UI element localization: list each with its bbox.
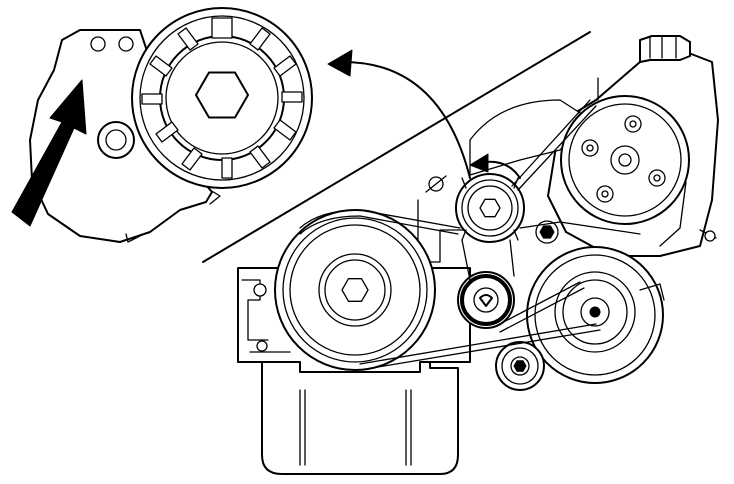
crankshaft-pulley [274, 209, 436, 371]
rotation-arrow-icon [469, 153, 521, 179]
curved-arrow-icon [327, 49, 471, 179]
tensioner-bolt [535, 220, 559, 244]
reservoir-cap [639, 35, 691, 63]
pointer-arrow-icon [11, 79, 87, 227]
section-cut-lines [202, 31, 591, 263]
engine-assembly [237, 35, 719, 475]
mounting-holes [90, 36, 134, 52]
compressor-pulley [526, 246, 665, 384]
serpentine-belt [299, 99, 687, 371]
pulley-ribs [141, 17, 303, 179]
idler-pulley-lower [495, 341, 545, 391]
hex-bolt-icon [195, 71, 249, 119]
tensioner-pulley-detail [131, 7, 313, 189]
power-steering-pulley [560, 95, 690, 225]
water-pump-pulley [457, 271, 515, 329]
spring-boss [97, 121, 135, 159]
tensioner-pulley [455, 173, 525, 243]
oil-pan [261, 359, 459, 475]
inset-detail [11, 7, 313, 243]
